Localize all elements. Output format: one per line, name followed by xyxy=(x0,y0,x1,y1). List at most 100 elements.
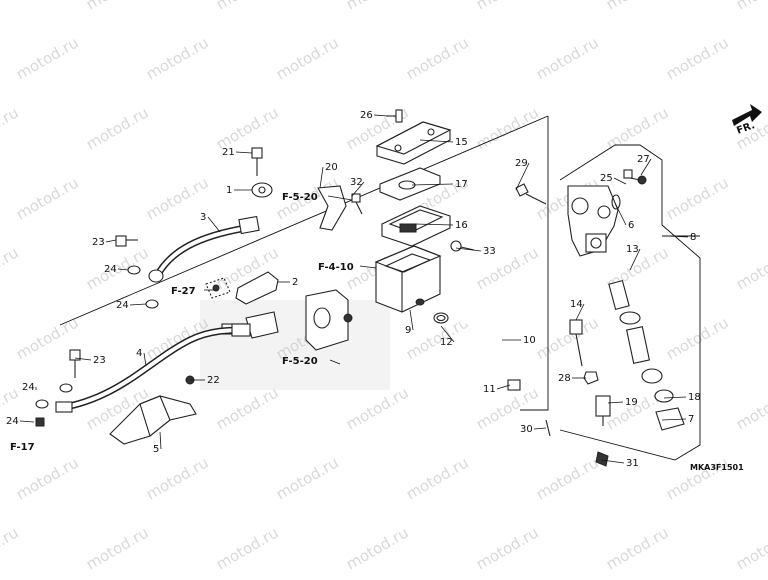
part-number-label: 26 xyxy=(360,110,373,121)
part-5-bracket xyxy=(109,395,197,445)
part-13-piston-assembly xyxy=(608,279,663,384)
watermark-text: motod.ru xyxy=(213,523,282,573)
watermark-text: motod.ru xyxy=(83,0,152,13)
leader-line xyxy=(409,309,414,331)
part-24-washer-d xyxy=(35,399,49,409)
part-number-label: 33 xyxy=(483,246,496,257)
part-16-diaphragm xyxy=(381,205,451,247)
watermark-text: motod.ru xyxy=(0,243,22,293)
part-number-label: 25 xyxy=(600,173,613,184)
watermark-text: motod.ru xyxy=(0,103,22,153)
callout-labels: 1234567891011121314151617181920212223232… xyxy=(6,110,701,469)
watermark-text: motod.ru xyxy=(273,33,342,83)
leader-line xyxy=(159,431,162,450)
reference-label: F-4-10 xyxy=(318,262,354,273)
leader-line xyxy=(373,114,389,117)
leader-line xyxy=(515,162,530,191)
leader-line xyxy=(117,268,129,271)
part-number-label: 23 xyxy=(93,355,106,366)
part-23-bolt-lower xyxy=(69,349,81,378)
watermark-text: motod.ru xyxy=(603,0,672,13)
watermark-text: motod.ru xyxy=(343,383,412,433)
leader-line xyxy=(613,177,627,185)
part-25-bolt xyxy=(623,169,633,179)
part-number-label: 6 xyxy=(628,220,634,231)
reference-arrow xyxy=(327,195,353,201)
part-4-brake-hose xyxy=(55,323,251,413)
part-31-bolt xyxy=(515,183,547,205)
part-number-label: 4 xyxy=(136,348,142,359)
part-24-washer-c xyxy=(59,383,73,393)
front-direction-indicator xyxy=(732,104,762,126)
watermark-text: motod.ru xyxy=(733,0,768,13)
honda-logo-faint xyxy=(200,300,390,390)
part-number-label: 18 xyxy=(688,392,701,403)
leader-line xyxy=(19,420,35,423)
part-number-label: 31 xyxy=(626,458,639,469)
watermark-text: motod.ru xyxy=(83,523,152,573)
watermark-text: motod.ru xyxy=(663,33,732,83)
part-24-washer-b xyxy=(145,299,159,309)
leader-line xyxy=(411,183,454,186)
part-19-clevis xyxy=(595,395,611,426)
part-23-bolt-upper xyxy=(115,235,138,247)
part-number-label: 3 xyxy=(200,212,206,223)
reference-arrow xyxy=(359,265,377,269)
part-10-hose xyxy=(459,318,511,387)
part-number-label: 27 xyxy=(637,154,650,165)
leader-line xyxy=(496,384,511,390)
part-number-label: 24 xyxy=(104,264,117,275)
leader-line xyxy=(601,459,625,464)
watermark-text: motod.ru xyxy=(733,523,768,573)
watermark-text: motod.ru xyxy=(403,33,472,83)
part-number-label: 10 xyxy=(523,335,536,346)
part-9-reservoir xyxy=(374,245,442,313)
part-15-reservoir-cap xyxy=(375,121,452,165)
part-number-label: 7 xyxy=(688,414,694,425)
leader-line xyxy=(575,303,585,321)
part-number-label: 21 xyxy=(222,147,235,158)
leader-line xyxy=(615,204,627,226)
leader-line xyxy=(74,357,92,361)
leader-line xyxy=(419,139,454,143)
part-number-label: 24 xyxy=(22,382,35,393)
part-21-bolt xyxy=(251,147,263,176)
part-number-label: 30 xyxy=(520,424,533,435)
part-number-label: 16 xyxy=(455,220,468,231)
watermark-text: motod.ru xyxy=(663,453,732,503)
part-number-label: 29 xyxy=(515,158,528,169)
part-number-label: 1 xyxy=(226,185,232,196)
group-frame xyxy=(59,115,701,461)
watermark-text: motod.ru xyxy=(13,453,82,503)
watermark-text: motod.ru xyxy=(603,523,672,573)
leader-line xyxy=(143,352,147,367)
watermark-text: motod.ru xyxy=(663,313,732,363)
part-18-seal xyxy=(654,389,674,403)
mount-bracket xyxy=(305,289,353,351)
master-cylinder-body xyxy=(567,185,619,257)
part-11-clip xyxy=(507,379,521,391)
diagram-code: MKA3F1501 xyxy=(690,463,744,472)
leader-line xyxy=(607,401,624,404)
part-number-label: 23 xyxy=(92,237,105,248)
reference-label: F-5-20 xyxy=(282,356,318,367)
part-number-label: 15 xyxy=(455,137,468,148)
watermark-text: motod.ru xyxy=(343,523,412,573)
watermark-text: motod.ru xyxy=(143,453,212,503)
watermark-text: motod.ru xyxy=(733,383,768,433)
part-number-label: 8 xyxy=(690,232,696,243)
part-number-label: 24 xyxy=(116,300,129,311)
leader-lines xyxy=(19,114,689,464)
part-7-boot xyxy=(655,407,685,431)
leader-line xyxy=(207,216,221,233)
reference-label: F-27 xyxy=(171,286,196,297)
part-number-label: 2 xyxy=(292,277,298,288)
part-number-label: 11 xyxy=(483,384,496,395)
part-number-label: 12 xyxy=(440,337,453,348)
watermark-text: motod.ru xyxy=(533,453,602,503)
watermark-text: motod.ru xyxy=(13,173,82,223)
watermark-text: motod.ru xyxy=(0,0,22,13)
watermark-text: motod.ru xyxy=(533,313,602,363)
part-3-brake-hose xyxy=(148,215,260,283)
